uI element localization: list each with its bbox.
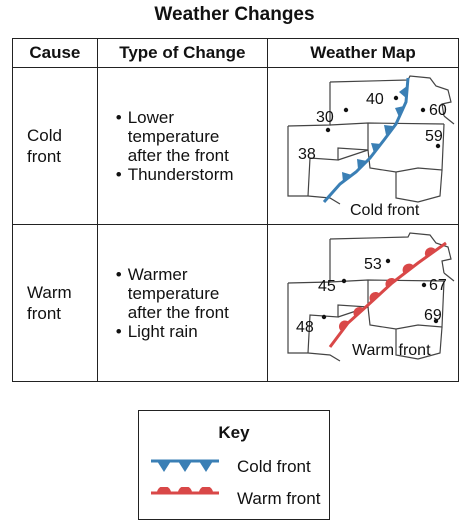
- cause-label-line1: Warm: [27, 283, 72, 302]
- cause-label-line1: Cold: [27, 126, 62, 145]
- cause-cell-cold: Cold front: [12, 67, 98, 225]
- key-label-cold: Cold front: [237, 457, 311, 476]
- warm-front-map: 53 45 67 69 48: [287, 232, 455, 362]
- change-line: after the front: [127, 146, 229, 165]
- key-label-warm: Warm front: [237, 489, 321, 508]
- cause-label-line2: front: [27, 147, 62, 166]
- change-line: Thunderstorm: [127, 165, 234, 184]
- cold-front-symbol: [151, 459, 219, 472]
- front-label: Warm front: [352, 342, 431, 359]
- key-row-cold: Cold front: [149, 457, 311, 482]
- temp-label: 60: [429, 102, 447, 119]
- state-borders: [287, 75, 455, 205]
- change-line: Light rain: [127, 322, 198, 341]
- temp-label: 53: [364, 256, 382, 273]
- change-item: • Warmer temperature after the front: [116, 265, 267, 322]
- change-line: after the front: [127, 303, 229, 322]
- cause-cell-warm: Warm front: [12, 224, 98, 382]
- front-label: Cold front: [350, 202, 420, 219]
- cold-front-map: 40 30 60 59 38: [287, 75, 455, 219]
- change-item: • Lower temperature after the front: [116, 108, 267, 165]
- change-item: • Thunderstorm: [116, 165, 267, 184]
- bullet-icon: •: [115, 265, 122, 284]
- warm-front-symbol: [151, 486, 219, 495]
- temp-label: 45: [318, 278, 336, 295]
- city-dots: [321, 258, 439, 324]
- temp-label: 59: [425, 128, 443, 145]
- cold-front-row: Cold front • Lower temperature after the…: [12, 67, 460, 225]
- bullet-icon: •: [115, 322, 122, 341]
- change-item: • Light rain: [116, 322, 267, 341]
- change-line: Lower: [127, 108, 175, 127]
- cold-front-line: [322, 77, 410, 203]
- header-type-of-change: Type of Change: [96, 38, 268, 68]
- bullet-icon: •: [115, 165, 122, 184]
- header-row: Cause Type of Change Weather Map: [12, 38, 460, 68]
- temp-label: 38: [298, 146, 316, 163]
- legend-key: Key Cold front Warm front: [138, 410, 330, 520]
- change-line: Warmer: [127, 265, 188, 284]
- temp-label: 67: [429, 277, 447, 294]
- temp-label: 30: [316, 109, 334, 126]
- diagram-title: Weather Changes: [154, 4, 315, 25]
- temp-label: 40: [366, 91, 384, 108]
- change-line: temperature: [127, 127, 220, 146]
- warm-front-line: [328, 241, 447, 348]
- header-weather-map: Weather Map: [266, 38, 460, 68]
- weather-changes-table: Cause Type of Change Weather Map Cold fr…: [12, 38, 460, 382]
- temp-label: 69: [424, 307, 442, 324]
- change-cell-warm: • Warmer temperature after the front • L…: [96, 224, 268, 382]
- key-row-warm: Warm front: [149, 486, 320, 512]
- cause-label-line2: front: [27, 304, 62, 323]
- warm-front-row: Warm front • Warmer temperature after th…: [12, 224, 460, 382]
- city-dots: [325, 95, 441, 149]
- key-title: Key: [218, 423, 250, 442]
- map-cell-cold: 40 30 60 59 38: [266, 67, 460, 225]
- change-line: temperature: [127, 284, 220, 303]
- change-cell-cold: • Lower temperature after the front • Th…: [96, 67, 268, 225]
- bullet-icon: •: [115, 108, 122, 127]
- header-cause: Cause: [12, 38, 98, 68]
- map-cell-warm: 53 45 67 69 48: [266, 224, 460, 382]
- temp-label: 48: [296, 319, 314, 336]
